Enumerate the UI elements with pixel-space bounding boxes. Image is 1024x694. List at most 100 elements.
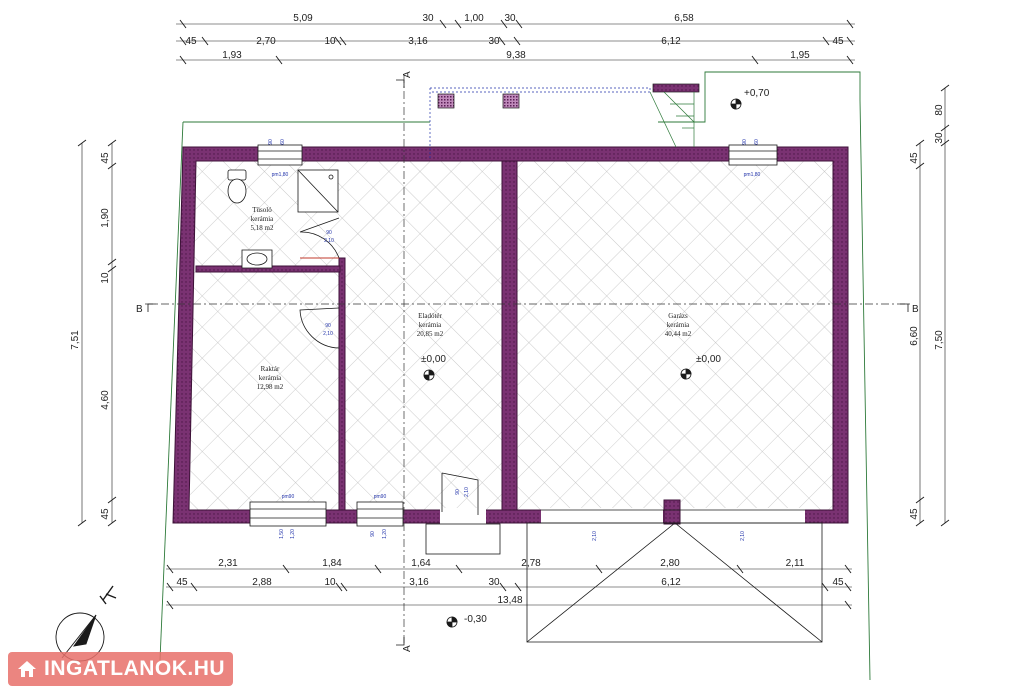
level-garage: ±0,00 — [696, 354, 721, 365]
dim-top2-7: 45 — [832, 36, 844, 47]
door-wc-1: 90 — [326, 230, 332, 236]
toilet-icon — [227, 178, 247, 204]
dim-right-top-2: 30 — [934, 132, 945, 144]
room-storage-label: Raktár kerámia 12,98 m2 — [257, 365, 284, 391]
dimension-ticks — [77, 19, 950, 610]
dim-top2-1: 45 — [185, 36, 197, 47]
doors — [299, 217, 479, 515]
win-tl-1: 90 — [268, 139, 274, 145]
dim-right-top-1: 80 — [934, 104, 945, 116]
dim-top2-3: 10 — [324, 36, 336, 47]
dim-bot-4: 2,78 — [521, 558, 541, 569]
dim-left-4: 4,60 — [100, 390, 111, 410]
section-mark-a-bottom: A — [402, 645, 413, 652]
dim-bot-total: 13,48 — [497, 595, 522, 606]
dim-top3-1: 1,93 — [222, 50, 242, 61]
win-bl-2: 1,50 — [279, 529, 285, 539]
win-tr-1: 90 — [742, 139, 748, 145]
section-lines — [145, 75, 910, 645]
room-floor: kerámia — [251, 215, 274, 223]
door-entry-1: 90 — [455, 489, 461, 495]
garage-mark-1: 2,10 — [592, 531, 598, 541]
room-floor: kerámia — [419, 321, 442, 329]
dim-bot2-2: 2,88 — [252, 577, 272, 588]
dim-top2-6: 6,12 — [661, 36, 681, 47]
win-bm-1: pm90 — [374, 494, 387, 500]
room-area: 12,98 m2 — [257, 383, 284, 391]
dim-bot2-3: 10 — [324, 577, 336, 588]
dim-top3-3: 1,95 — [790, 50, 810, 61]
level-top: +0,70 — [744, 88, 770, 99]
win-bm-2: 90 — [370, 531, 376, 537]
room-garage-label: Garázs kerámia 40,44 m2 — [665, 312, 692, 338]
dim-top-2: 30 — [422, 13, 434, 24]
dim-left-1: 45 — [100, 152, 111, 164]
dim-top-3: 1,00 — [464, 13, 484, 24]
watermark-text: INGATLANOK.HU — [44, 657, 226, 680]
room-name: Raktár — [261, 365, 280, 373]
room-name: Garázs — [668, 312, 688, 320]
level-markers — [423, 98, 742, 628]
door-store-2: 2,10 — [323, 331, 333, 337]
dim-bot2-6: 6,12 — [661, 577, 681, 588]
dim-bot-6: 2,11 — [786, 558, 805, 569]
dim-right-2: 6,60 — [909, 326, 920, 346]
dim-top-5: 6,58 — [674, 13, 694, 24]
garage-mark-2: 2,10 — [740, 531, 746, 541]
dim-right-3: 45 — [909, 508, 920, 520]
dim-bot2-4: 3,16 — [409, 577, 429, 588]
win-tr-3: pm1,80 — [744, 172, 761, 178]
dim-left-outer: 7,51 — [70, 330, 81, 350]
door-store-1: 90 — [325, 323, 331, 329]
entry-opening — [425, 508, 501, 555]
room-area: 20,85 m2 — [417, 330, 444, 338]
room-area: 40,44 m2 — [665, 330, 692, 338]
north-arrow-icon — [55, 585, 117, 662]
win-bl-1: pm90 — [282, 494, 295, 500]
dim-left-5: 45 — [100, 508, 111, 520]
dim-right-outer: 7,50 — [934, 330, 945, 350]
dim-bot-5: 2,80 — [660, 558, 680, 569]
dim-bot-3: 1,64 — [411, 558, 431, 569]
section-mark-a-top: A — [402, 71, 413, 78]
door-entry-2: 2,10 — [464, 487, 470, 497]
dim-bot-1: 2,31 — [218, 558, 238, 569]
room-floor: kerámia — [259, 374, 282, 382]
level-outside: -0,30 — [464, 614, 487, 625]
door-wc-2: 2,10 — [324, 238, 334, 244]
win-tr-2: 60 — [754, 139, 760, 145]
dim-top2-5: 30 — [488, 36, 500, 47]
garage-apron — [526, 522, 823, 643]
win-tl-2: 60 — [280, 139, 286, 145]
win-bl-3: 1,20 — [290, 529, 296, 539]
house-icon — [18, 661, 36, 677]
dim-left-2: 1,90 — [100, 208, 111, 228]
room-floor: kerámia — [667, 321, 690, 329]
chimney-annex — [429, 83, 700, 158]
dim-bot2-5: 30 — [488, 577, 500, 588]
dim-left-3: 10 — [100, 272, 111, 284]
room-wc-label: Tüsoló kerámia 5,18 m2 — [251, 206, 275, 232]
dim-right-1: 45 — [909, 152, 920, 164]
dim-bot2-1: 45 — [176, 577, 188, 588]
windows — [249, 144, 778, 527]
dim-top-1: 5,09 — [293, 13, 313, 24]
dim-bot2-7: 45 — [832, 577, 844, 588]
room-area: 5,18 m2 — [251, 224, 274, 232]
site-outline — [159, 71, 871, 681]
dim-top-4: 30 — [504, 13, 516, 24]
section-mark-b-right: B — [912, 304, 919, 315]
dim-bot-2: 1,84 — [322, 558, 342, 569]
dim-top2-4: 3,16 — [408, 36, 428, 47]
room-sales-label: Eladótér kerámia 20,85 m2 — [417, 312, 444, 338]
watermark-logo: INGATLANOK.HU — [8, 652, 234, 686]
wc-fixtures — [227, 169, 339, 269]
win-bm-3: 1,20 — [382, 529, 388, 539]
section-mark-b-left: B — [136, 304, 143, 315]
room-name: Tüsoló — [252, 206, 272, 214]
room-name: Eladótér — [418, 312, 442, 320]
garage-opening — [541, 499, 805, 525]
dimension-lines — [81, 23, 946, 606]
dim-top2-2: 2,70 — [256, 36, 276, 47]
